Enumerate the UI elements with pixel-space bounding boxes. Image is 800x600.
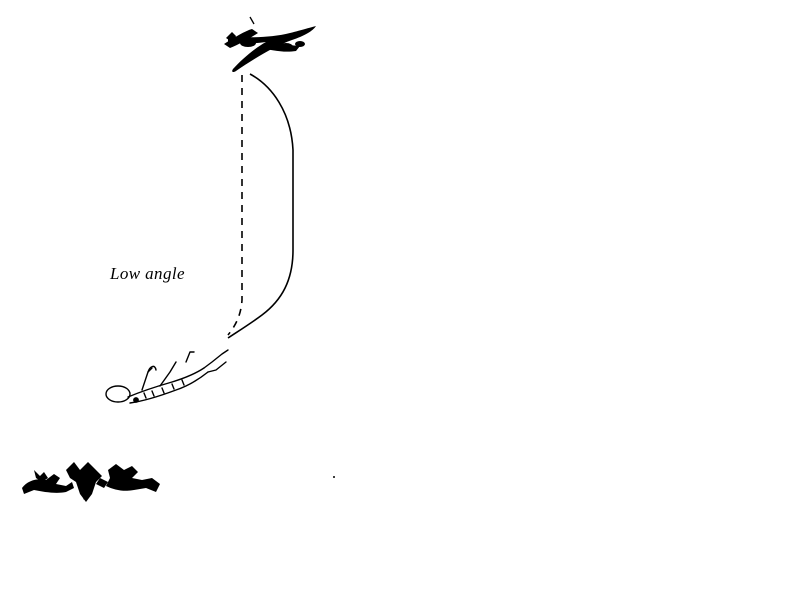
jump-plane-icon [224, 16, 316, 73]
three-way-formation-icon [22, 462, 160, 502]
approach-label: Low angle [109, 264, 185, 283]
vertical-drop-line [227, 75, 243, 336]
low-angle-path [227, 73, 294, 339]
tracking-skydiver-icon [105, 349, 229, 404]
speck [333, 476, 335, 478]
